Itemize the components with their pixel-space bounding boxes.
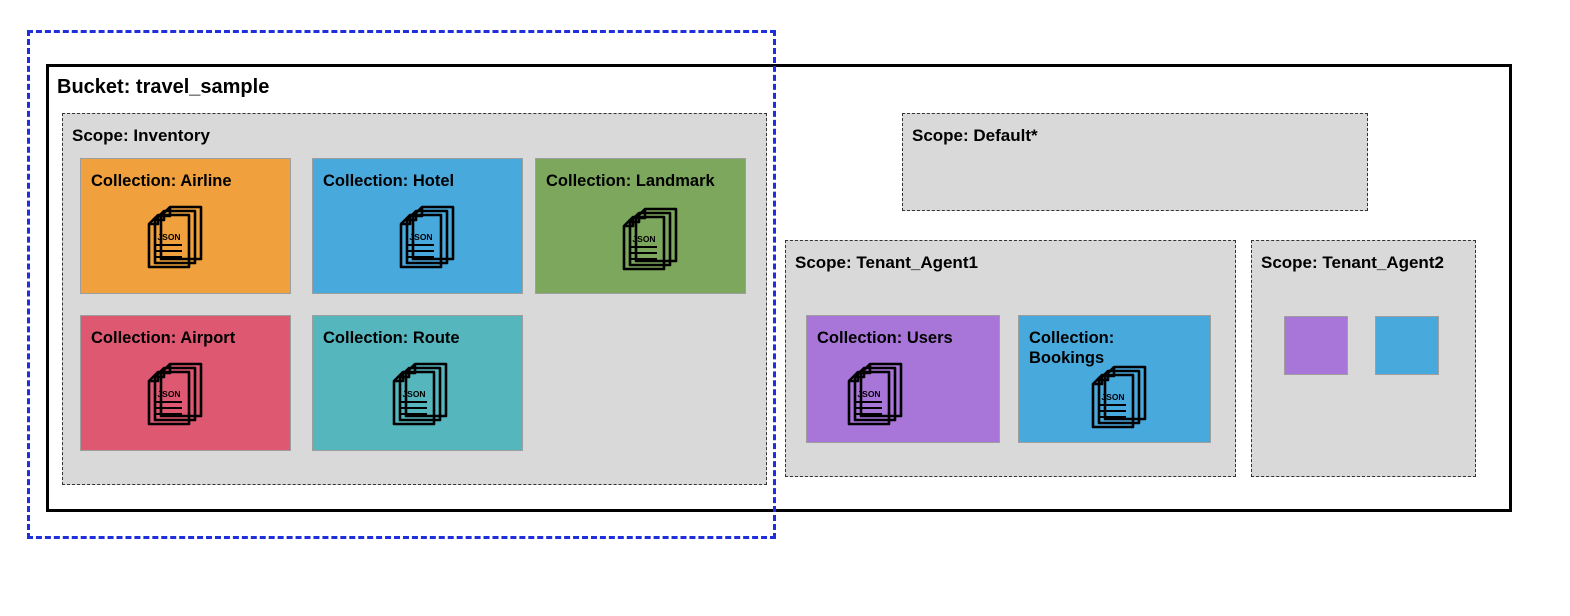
collection-hotel-label: Collection: Hotel bbox=[323, 172, 455, 190]
json-icon-text: JSON bbox=[409, 232, 432, 242]
json-icon-text: JSON bbox=[857, 389, 880, 399]
json-document-icon: JSON bbox=[847, 362, 903, 426]
json-document-icon: JSON bbox=[147, 205, 203, 269]
scope-tenant-agent2-label: Scope: Tenant_Agent2 bbox=[1261, 253, 1444, 272]
collection-users-label: Collection: Users bbox=[817, 329, 953, 347]
json-document-icon: JSON bbox=[147, 362, 203, 426]
scope-inventory-label: Scope: Inventory bbox=[72, 126, 210, 145]
collection-bookings-label: Collection: Bookings bbox=[1029, 329, 1115, 367]
json-document-icon: JSON bbox=[622, 207, 678, 271]
json-document-icon: JSON bbox=[392, 362, 448, 426]
scope-tenant-agent1-label: Scope: Tenant_Agent1 bbox=[795, 253, 978, 272]
collection-bookings: Collection: Bookings JSON bbox=[1018, 315, 1211, 443]
json-icon-text: JSON bbox=[402, 389, 425, 399]
collection-airline: Collection: Airline JSON bbox=[80, 158, 291, 294]
collection-airline-label: Collection: Airline bbox=[91, 172, 232, 190]
collection-hotel: Collection: Hotel JSON bbox=[312, 158, 523, 294]
json-icon-text: JSON bbox=[632, 234, 655, 244]
collection-route: Collection: Route JSON bbox=[312, 315, 523, 451]
collection-landmark-label: Collection: Landmark bbox=[546, 172, 715, 190]
collection-landmark: Collection: Landmark JSON bbox=[535, 158, 746, 294]
collection-airport-label: Collection: Airport bbox=[91, 329, 236, 347]
bucket-label: Bucket: travel_sample bbox=[57, 76, 270, 98]
collection-users: Collection: Users JSON bbox=[806, 315, 1000, 443]
json-icon-text: JSON bbox=[1101, 392, 1124, 402]
scope-default-label: Scope: Default* bbox=[912, 126, 1038, 145]
scope-default bbox=[902, 113, 1368, 211]
json-icon-text: JSON bbox=[157, 389, 180, 399]
json-document-icon: JSON bbox=[399, 205, 455, 269]
json-document-icon: JSON bbox=[1091, 365, 1147, 429]
collection-airport: Collection: Airport JSON bbox=[80, 315, 291, 451]
collection-route-label: Collection: Route bbox=[323, 329, 460, 347]
collection-tenant2-purple bbox=[1284, 316, 1348, 375]
json-icon-text: JSON bbox=[157, 232, 180, 242]
collection-tenant2-blue bbox=[1375, 316, 1439, 375]
